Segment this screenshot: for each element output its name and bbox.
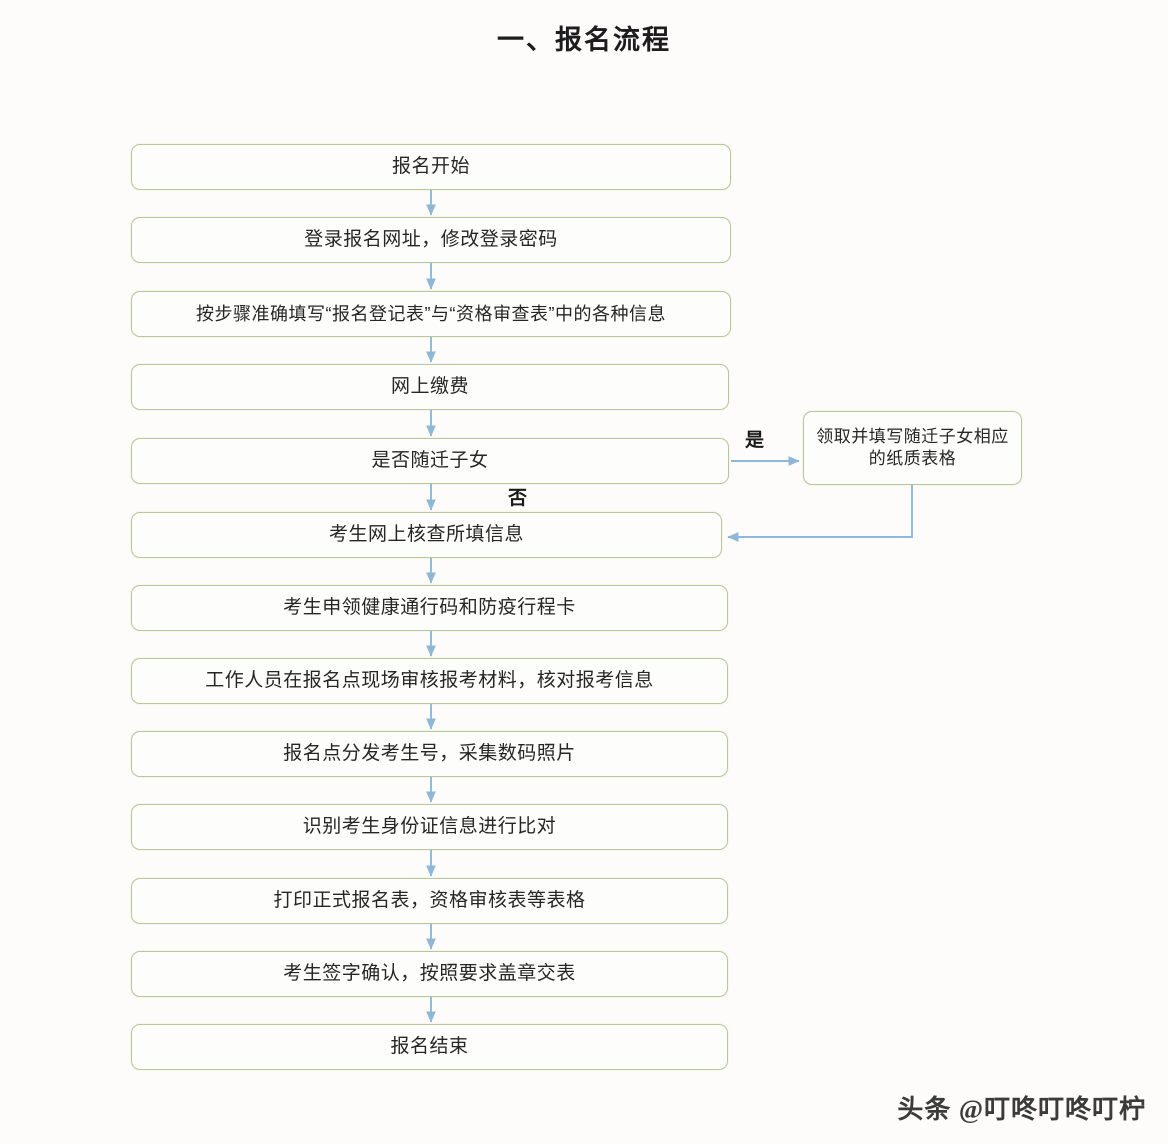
flow-node-n13[interactable]: 报名结束 [131, 1024, 728, 1070]
page-title: 一、报名流程 [497, 25, 671, 55]
connector-s1-n6-return [727, 485, 913, 542]
flow-node-n10[interactable]: 识别考生身份证信息进行比对 [131, 804, 728, 850]
flow-node-n9[interactable]: 报名点分发考生号，采集数码照片 [131, 731, 728, 777]
flow-node-n4[interactable]: 网上缴费 [131, 364, 729, 410]
flow-node-s1-side-branch[interactable]: 领取并填写随迁子女相应的纸质表格 [803, 411, 1022, 485]
flow-node-n7[interactable]: 考生申领健康通行码和防疫行程卡 [131, 585, 728, 631]
watermark: 头条 @叮咚叮咚叮柠 [897, 1095, 1146, 1124]
flow-node-n1[interactable]: 报名开始 [131, 144, 731, 190]
flow-node-n3[interactable]: 按步骤准确填写“报名登记表”与“资格审查表”中的各种信息 [131, 291, 731, 337]
flow-node-n2[interactable]: 登录报名网址，修改登录密码 [131, 217, 731, 263]
flow-node-n11[interactable]: 打印正式报名表，资格审核表等表格 [131, 878, 728, 924]
flow-node-n6[interactable]: 考生网上核查所填信息 [131, 512, 722, 558]
flow-node-n8[interactable]: 工作人员在报名点现场审核报考材料，核对报考信息 [131, 658, 728, 704]
flow-node-n5-decision[interactable]: 是否随迁子女 [131, 438, 729, 484]
flow-node-n12[interactable]: 考生签字确认，按照要求盖章交表 [131, 951, 728, 997]
edge-label-yes: 是 [745, 430, 765, 451]
edge-label-no: 否 [508, 488, 528, 509]
